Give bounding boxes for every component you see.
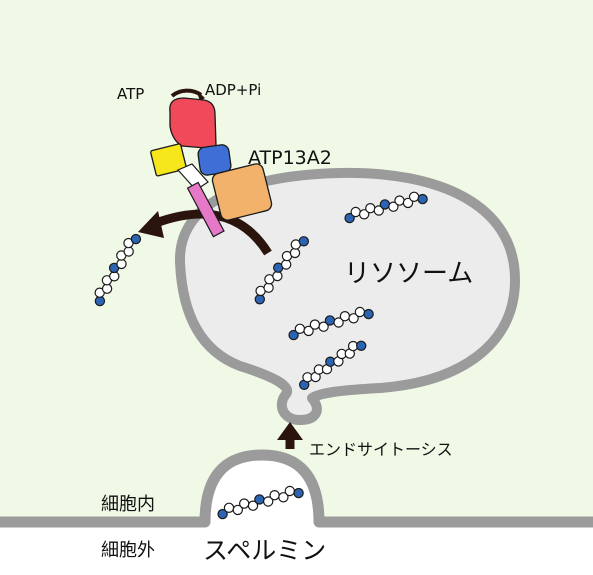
carbon-bead	[289, 247, 301, 259]
protein-name-label: ATP13A2	[248, 147, 332, 169]
spermine-chain-cytosol	[94, 233, 142, 307]
amine-bead	[254, 494, 265, 505]
domain-linker-white	[176, 163, 209, 191]
amine-bead	[417, 193, 428, 205]
spermine-chain-lyso-low2	[299, 340, 367, 390]
carbon-bead	[373, 205, 384, 216]
export-arrowhead	[138, 211, 164, 238]
carbon-bead	[309, 319, 321, 330]
carbon-bead	[263, 496, 274, 507]
carbon-bead	[388, 201, 399, 212]
extracellular-region	[0, 522, 593, 575]
amine-bead	[130, 233, 142, 245]
carbon-bead	[354, 306, 366, 318]
amine-bead	[363, 308, 374, 320]
carbon-bead	[350, 206, 361, 218]
amine-bead	[324, 315, 336, 326]
carbon-bead	[247, 500, 259, 511]
carbon-bead	[339, 311, 351, 322]
carbon-bead	[359, 209, 370, 220]
domain-red	[169, 97, 217, 150]
spermine-chain-vesicle	[217, 485, 304, 520]
spermine-chains	[94, 191, 428, 520]
carbon-bead	[269, 490, 280, 501]
lysosome-label: リソソーム	[344, 259, 473, 289]
carbon-bead	[278, 492, 289, 503]
domain-yellow	[150, 143, 187, 177]
carbon-bead	[402, 197, 414, 209]
spermine-label: スペルミン	[203, 536, 326, 565]
carbon-bead	[333, 317, 344, 328]
carbon-bead	[272, 270, 283, 282]
carbon-bead	[232, 504, 243, 516]
amine-bead	[217, 508, 228, 520]
carbon-bead	[394, 195, 405, 206]
intracellular-label: 細胞内	[101, 494, 155, 515]
carbon-bead	[294, 323, 306, 334]
amine-bead	[356, 340, 367, 351]
carbon-bead	[318, 321, 329, 332]
carbon-bead	[263, 282, 274, 293]
amine-bead	[254, 294, 265, 305]
spermine-chain-lyso-mid	[254, 236, 309, 305]
spermine-chain-lyso-low1	[288, 306, 374, 341]
carbon-bead	[365, 202, 376, 214]
atp-label: ATP	[117, 85, 144, 103]
endocytosis-arrowhead	[277, 422, 303, 440]
spermine-chain-lyso-top	[344, 191, 428, 224]
endocytosis-label: エンドサイトーシス	[309, 440, 453, 459]
lysosome-membrane	[174, 167, 520, 425]
amine-bead	[298, 236, 309, 247]
amine-bead	[379, 199, 391, 210]
domain-pink	[186, 181, 225, 238]
carbon-bead	[238, 498, 250, 509]
amine-bead	[344, 212, 355, 224]
amine-bead	[288, 329, 299, 341]
carbon-bead	[223, 502, 235, 513]
carbon-bead	[281, 259, 292, 270]
amine-bead	[293, 487, 304, 499]
domain-orange	[211, 163, 273, 221]
plasma-membrane	[0, 449, 593, 528]
extracellular-label: 細胞外	[101, 540, 155, 561]
carbon-bead	[284, 485, 295, 497]
carbon-bead	[348, 313, 359, 324]
adp-pi-label: ADP+Pi	[205, 81, 261, 99]
carbon-bead	[408, 191, 420, 202]
atp-hydrolysis-arrowhead	[196, 90, 205, 101]
carbon-bead	[303, 325, 314, 337]
